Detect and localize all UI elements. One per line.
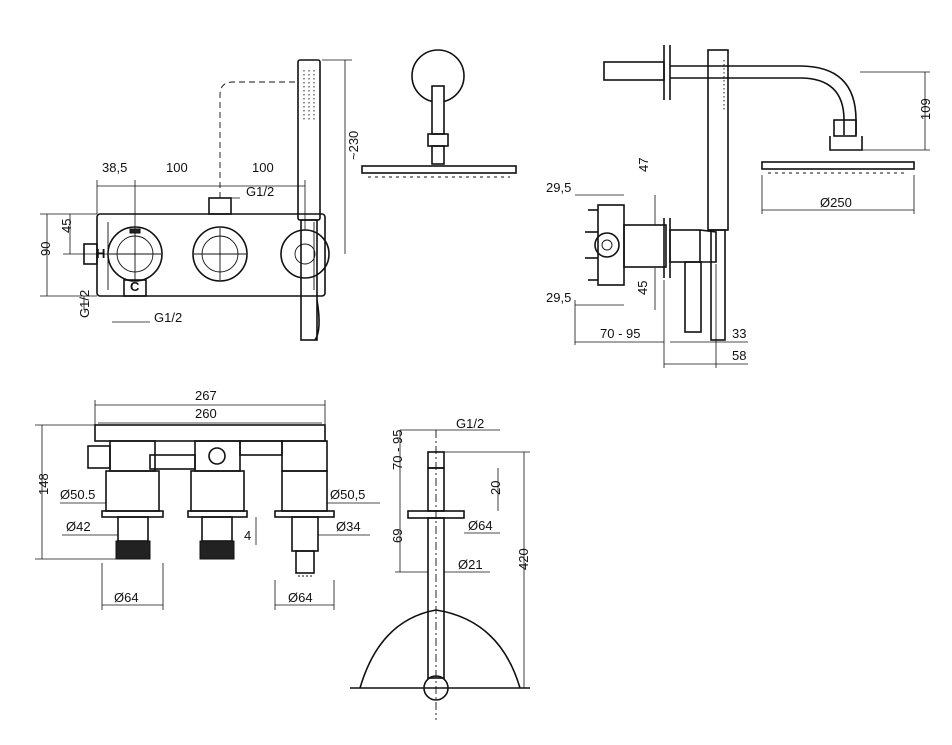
dim-20: 20: [488, 481, 503, 495]
dim-148: 148: [36, 473, 51, 495]
dim-267: 267: [195, 388, 217, 403]
dim-g12-left: G1/2: [77, 290, 92, 318]
rain-shower-head-icon: [361, 49, 517, 178]
side-view: 47 29,5 29,5 45 70 - 95 33 58 109 Ø250: [546, 45, 933, 368]
dim-45-side: 45: [635, 281, 650, 295]
dim-64-left: Ø64: [114, 590, 139, 605]
dim-70-95: 70 - 95: [600, 326, 640, 341]
dim-g12-arm: G1/2: [456, 416, 484, 431]
dim-g12-bottom: G1/2: [154, 310, 182, 325]
dim-42: Ø42: [66, 519, 91, 534]
dim-29-5-bottom: 29,5: [546, 290, 571, 305]
dim-50-5-left: Ø50.5: [60, 487, 95, 502]
dim-50-5-right: Ø50,5: [330, 487, 365, 502]
dim-45: 45: [59, 219, 74, 233]
dim-64-right: Ø64: [288, 590, 313, 605]
hand-shower-nozzle-icon: [303, 70, 315, 120]
dim-100-a: 100: [166, 160, 188, 175]
diverter-handle-icon: [192, 226, 248, 282]
hot-mark: H: [96, 246, 105, 261]
thermostat-handle-icon: [107, 226, 163, 282]
top-view: 267 260 148 Ø50.5 Ø42 Ø50,5 Ø34 4 Ø64 Ø6…: [35, 388, 380, 610]
dim-260: 260: [195, 406, 217, 421]
dim-21: Ø21: [458, 557, 483, 572]
dim-250: Ø250: [820, 195, 852, 210]
dim-100-b: 100: [252, 160, 274, 175]
dim-70-95-arm: 70 - 95: [390, 430, 405, 470]
dim-109: 109: [918, 98, 933, 120]
dim-58: 58: [732, 348, 746, 363]
dim-g12-top: G1/2: [246, 184, 274, 199]
dim-230: ~230: [346, 131, 361, 160]
dim-38-5: 38,5: [102, 160, 127, 175]
dim-47: 47: [636, 158, 651, 172]
shower-outlet-icon: [280, 229, 330, 279]
dim-64-arm: Ø64: [468, 518, 493, 533]
cold-mark: C: [130, 279, 140, 294]
dim-29-5-top: 29,5: [546, 180, 571, 195]
arm-view: G1/2 70 - 95 20 Ø64 69 Ø21 420: [350, 416, 531, 720]
dim-4: 4: [244, 528, 251, 543]
dim-69: 69: [390, 529, 405, 543]
front-view: H C 38,5 100 100 G1/2: [38, 49, 517, 341]
dim-90: 90: [38, 242, 53, 256]
side-shower-head-icon: [761, 136, 915, 174]
dim-33: 33: [732, 326, 746, 341]
dim-34: Ø34: [336, 519, 361, 534]
dim-420: 420: [516, 548, 531, 570]
